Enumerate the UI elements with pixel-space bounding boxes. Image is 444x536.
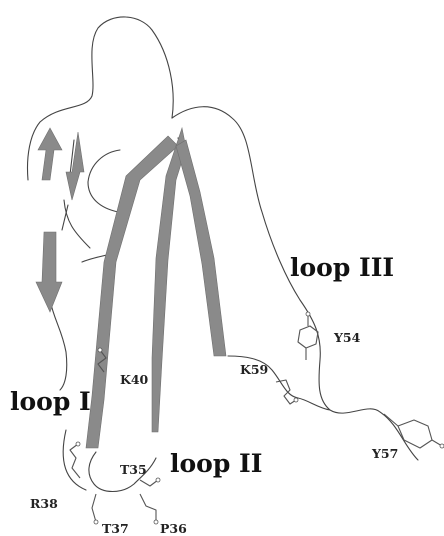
residue-label-p36: P36 <box>160 521 187 536</box>
backbone-coil <box>26 16 419 493</box>
strand-long-1 <box>85 135 179 449</box>
residue-label-r38: R38 <box>30 496 58 511</box>
loop-1-label: loop I <box>10 387 91 416</box>
strand-long-2 <box>151 126 187 433</box>
sidechain-k59 <box>275 379 299 405</box>
sidechain-t35 <box>139 477 161 487</box>
sidechain-y54 <box>297 311 319 360</box>
beta-strands <box>35 126 227 449</box>
residue-label-t35: T35 <box>120 462 147 477</box>
residue-label-y57: Y57 <box>371 446 398 461</box>
sidechain-y57 <box>383 413 444 449</box>
sidechain-r38 <box>69 441 81 479</box>
residue-label-t37: T37 <box>102 521 129 536</box>
sidechain-k40 <box>97 347 107 373</box>
residue-label-k40: K40 <box>120 372 149 387</box>
loop-2-label: loop II <box>170 449 262 478</box>
strand-left-upper <box>37 127 63 181</box>
residue-label-y54: Y54 <box>333 330 361 345</box>
strand-right <box>175 139 227 357</box>
residue-label-k59: K59 <box>240 362 268 377</box>
loop-3-label: loop III <box>290 253 394 282</box>
strand-left-middle <box>65 131 85 201</box>
strand-left-lower <box>35 231 63 313</box>
sidechain-p36 <box>139 493 159 525</box>
sidechain-t37 <box>91 493 99 525</box>
